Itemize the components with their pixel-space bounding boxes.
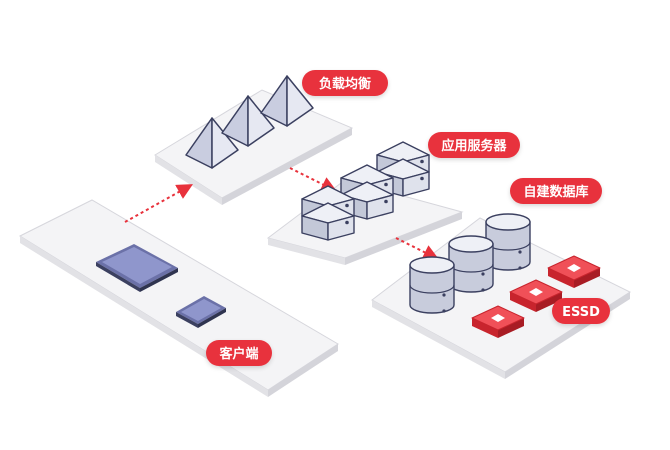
load-balancer-label: 负载均衡: [302, 70, 388, 96]
pyramid-icon: [260, 75, 314, 127]
svg-text:自建数据库: 自建数据库: [523, 184, 588, 200]
tablet-icon: [96, 244, 178, 292]
database-label: 自建数据库: [510, 178, 602, 204]
svg-text:客户端: 客户端: [219, 346, 258, 362]
svg-text:ESSD: ESSD: [562, 305, 600, 320]
app-server-label: 应用服务器: [428, 132, 520, 158]
server-icon: [340, 164, 394, 220]
client-label: 客户端: [206, 340, 272, 366]
essd-disk-icon: [509, 279, 563, 312]
arrow-client-to-lb: [124, 184, 193, 223]
essd-disk-icon: [471, 305, 525, 338]
database-cylinder-icon: [485, 213, 531, 271]
svg-text:应用服务器: 应用服务器: [441, 138, 507, 154]
essd-disk-icon: [547, 255, 601, 288]
load-balancer-platform: [154, 89, 354, 205]
database-cylinder-icon: [448, 235, 494, 293]
svg-text:负载均衡: 负载均衡: [319, 76, 371, 92]
database-cylinder-icon: [409, 256, 455, 314]
server-icon: [301, 185, 355, 241]
essd-label: ESSD: [552, 298, 610, 324]
arrow-lb-to-app: [289, 167, 338, 192]
phone-icon: [176, 296, 226, 328]
arrow-app-to-db: [395, 237, 440, 260]
